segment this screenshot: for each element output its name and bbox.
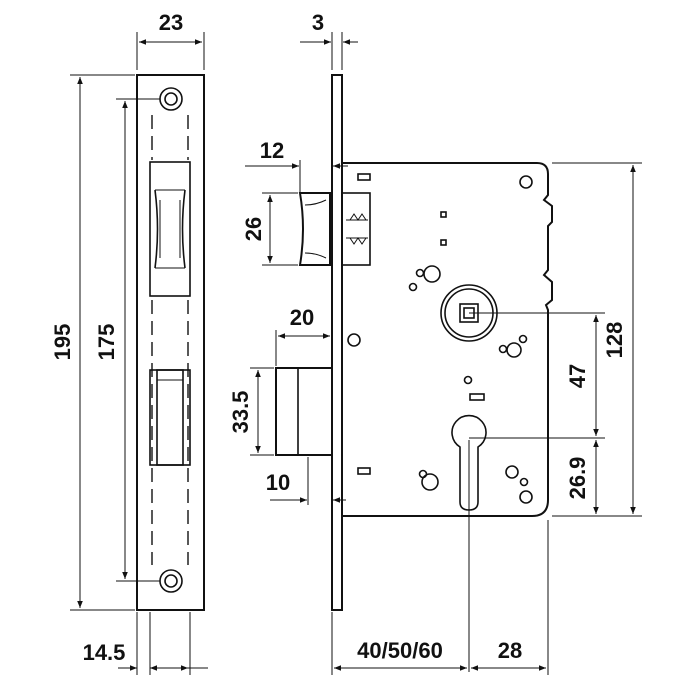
- dim-screw-spacing: 175: [94, 98, 160, 582]
- rivet-top-right: [519, 175, 533, 189]
- dim-label-195: 195: [50, 324, 75, 361]
- dim-cylinder-to-bottom: 26.9: [565, 440, 599, 514]
- deadbolt-front-opening: [149, 369, 191, 466]
- dim-latch-projection: 12: [245, 138, 348, 192]
- dim-label-12: 12: [260, 138, 284, 163]
- dim-faceplate-width: 23: [136, 10, 205, 70]
- dim-label-14-5: 14.5: [83, 640, 126, 665]
- dim-overall-height: 195: [50, 74, 135, 611]
- case-slot-bottom: [357, 467, 371, 475]
- case-slot-top: [357, 173, 371, 181]
- deadbolt: [275, 367, 333, 456]
- dim-label-26: 26: [241, 217, 266, 241]
- dim-cylinder-to-back: 28: [471, 520, 549, 675]
- faceplate-side: [331, 74, 343, 611]
- dim-faceplate-thickness: 3: [300, 10, 358, 70]
- dim-case-height: 128: [552, 162, 642, 517]
- dim-handle-to-cylinder: 47: [565, 315, 599, 436]
- dim-faceplate-offset: 14.5: [83, 612, 208, 675]
- dim-latch-height: 26: [241, 192, 298, 266]
- dim-label-10: 10: [266, 470, 290, 495]
- rivet-bottom-right-2: [519, 490, 533, 504]
- rivet-left: [347, 333, 361, 347]
- dim-deadbolt-projection: 20: [275, 305, 330, 366]
- dim-label-23: 23: [159, 10, 183, 35]
- lock-side-view: [275, 74, 605, 672]
- dim-label-26-9: 26.9: [565, 457, 590, 500]
- latch-bolt: [298, 192, 371, 266]
- rivet-bottom-right-1: [505, 465, 519, 479]
- dim-label-3: 3: [312, 10, 324, 35]
- dim-backset: 40/50/60: [331, 612, 467, 675]
- dim-deadbolt-height: 33.5: [228, 367, 274, 456]
- hole-large-3: [421, 473, 439, 491]
- dim-label-128: 128: [602, 322, 627, 359]
- dim-deadbolt-offset: 10: [266, 457, 346, 505]
- bottom-screw-hole-inner: [164, 574, 178, 588]
- dim-label-28: 28: [498, 638, 522, 663]
- lock-case: [341, 162, 553, 517]
- top-screw-hole-inner: [164, 92, 178, 106]
- latch-front-opening: [149, 161, 191, 297]
- dim-label-33-5: 33.5: [228, 391, 253, 434]
- case-slot-mid: [469, 393, 485, 401]
- dim-label-175: 175: [94, 324, 119, 361]
- dim-label-47: 47: [565, 364, 590, 388]
- dim-label-40-50-60: 40/50/60: [357, 638, 443, 663]
- cylinder-cutout: [451, 414, 487, 511]
- faceplate-front-view: [136, 74, 205, 611]
- dim-label-20: 20: [290, 305, 314, 330]
- faceplate-outline: [136, 74, 205, 611]
